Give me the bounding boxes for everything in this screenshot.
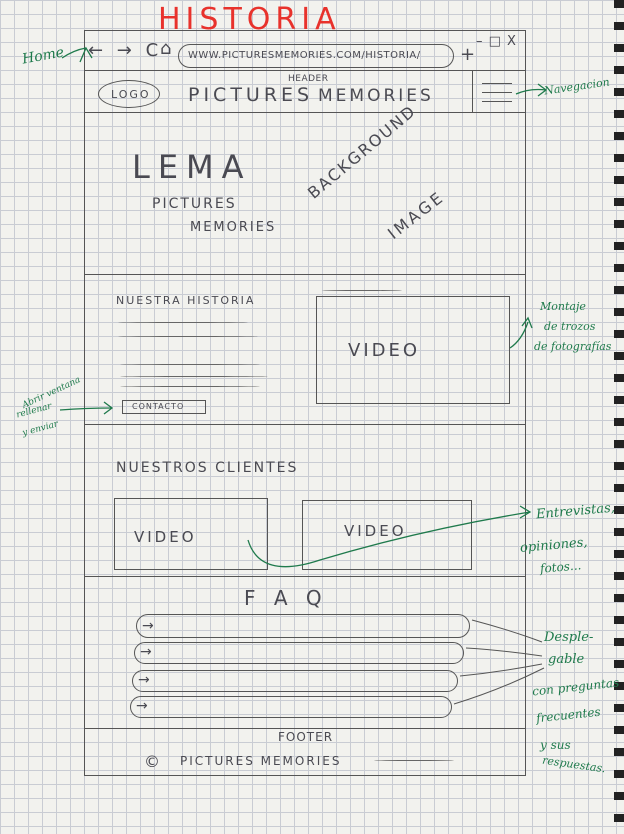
footer-brand: PICTURES MEMORIES: [180, 754, 342, 768]
clientes-video-1-label: VIDEO: [134, 528, 197, 546]
header-label: HEADER: [288, 74, 329, 84]
clientes-title: NUESTROS CLIENTES: [116, 460, 299, 476]
annotation-montaje-1: Montaje: [540, 300, 586, 313]
browser-nav-buttons[interactable]: ← → C: [88, 40, 163, 61]
page-title: HISTORIA: [158, 2, 341, 37]
window-controls[interactable]: – □ X: [476, 34, 517, 49]
annotation-desplegable-5: y sus: [540, 738, 571, 752]
annotation-montaje-3: de fotografías: [534, 340, 612, 353]
url-bar[interactable]: [178, 44, 454, 68]
clientes-video-2-label: VIDEO: [344, 522, 407, 540]
hero-lema: LEMA: [132, 148, 252, 186]
annotation-montaje-2: de trozos: [544, 320, 596, 333]
clientes-video-2[interactable]: [302, 500, 472, 570]
copyright-symbol: ©: [144, 752, 162, 771]
hero-sub1: PICTURES: [152, 196, 237, 212]
faq-item[interactable]: [130, 696, 452, 718]
historia-video-label: VIDEO: [348, 340, 421, 361]
faq-arrow-icon: →: [138, 672, 152, 688]
annotation-desplegable-1: Desple-: [544, 630, 594, 645]
historia-video[interactable]: [316, 296, 510, 404]
footer-label: FOOTER: [278, 730, 334, 744]
faq-arrow-icon: →: [142, 618, 156, 634]
browser-window: [84, 30, 526, 776]
faq-title: F A Q: [244, 586, 328, 610]
contacto-button-label: CONTACTO: [132, 402, 185, 411]
url-text: WWW.PICTURESMEMORIES.COM/HISTORIA/: [188, 50, 421, 61]
historia-title: NUESTRA HISTORIA: [116, 294, 256, 307]
faq-arrow-icon: →: [136, 698, 150, 714]
faq-item[interactable]: [132, 670, 458, 692]
logo[interactable]: [98, 80, 160, 108]
hero-sub2: MEMORIES: [190, 220, 277, 235]
contacto-button[interactable]: [122, 400, 206, 414]
new-tab-button[interactable]: +: [460, 44, 478, 65]
brand-left: PICTURES: [188, 84, 314, 106]
hamburger-menu[interactable]: [482, 80, 512, 106]
logo-text: LOGO: [111, 88, 151, 101]
home-icon[interactable]: ⌂: [160, 38, 174, 59]
clientes-video-1[interactable]: [114, 498, 268, 570]
annotation-desplegable-2: gable: [548, 652, 585, 667]
faq-arrow-icon: →: [140, 644, 154, 660]
faq-item[interactable]: [134, 642, 464, 664]
brand-right: MEMORIES: [318, 86, 434, 106]
faq-item[interactable]: [136, 614, 470, 638]
notebook-rings: [614, 0, 624, 834]
